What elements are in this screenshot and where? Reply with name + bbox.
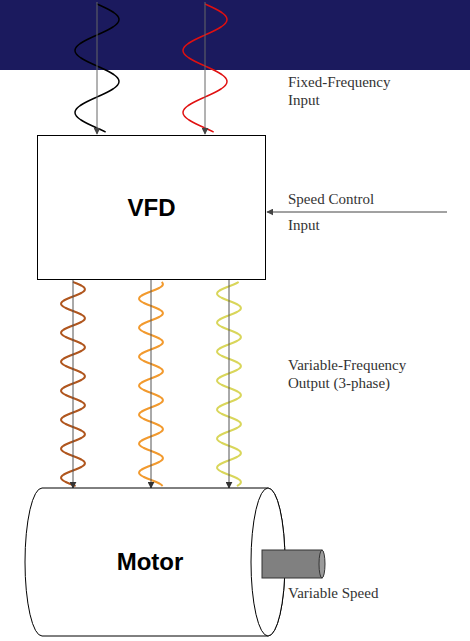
input-waves <box>75 4 227 132</box>
supply-band <box>0 0 470 70</box>
speed-control-arrow <box>267 212 447 213</box>
phase-connector <box>229 280 230 488</box>
motor-shaft <box>262 550 322 578</box>
shaft-end <box>319 550 325 578</box>
annotation-label: Variable Speed <box>288 584 458 602</box>
connectors <box>73 280 229 488</box>
phase-connector <box>151 280 152 488</box>
node-label: VFD <box>128 194 176 222</box>
node-label: Motor <box>117 548 184 576</box>
phase-connector <box>73 280 74 488</box>
input-arrow <box>205 2 206 134</box>
annotation-label: Speed Control Input <box>288 186 398 238</box>
annotation-label: Fixed-Frequency Input <box>288 73 413 109</box>
vfd-box: VFD <box>37 135 266 280</box>
input-arrow <box>97 2 98 134</box>
motor-cylinder: Motor <box>25 488 285 636</box>
annotation-label: Variable-Frequency Output (3-phase) <box>288 356 438 392</box>
motor-body <box>25 488 285 636</box>
